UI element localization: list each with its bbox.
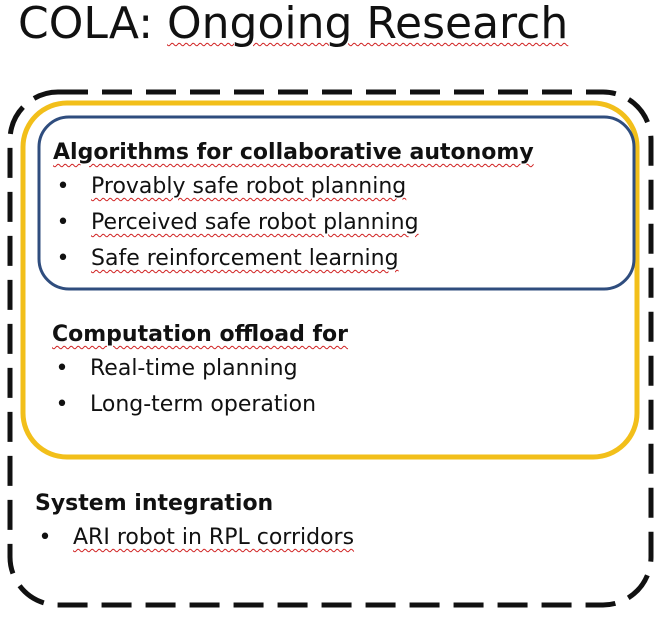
- bullet-icon: •: [55, 356, 69, 381]
- integration-heading-text: System integration: [35, 491, 274, 516]
- page-title-rest: Ongoing Research: [167, 0, 569, 49]
- page-title-lead: COLA:: [18, 0, 168, 49]
- list-item-text: Perceived safe robot planning: [91, 210, 419, 235]
- algorithms-heading-text: Algorithms for collaborative autonomy: [53, 140, 534, 165]
- bullet-icon: •: [56, 210, 70, 235]
- integration-heading: System integration: [35, 491, 273, 517]
- list-item-text: Real-time planning: [90, 356, 298, 381]
- computation-heading: Computation offload for: [52, 322, 348, 348]
- list-item-text: Provably safe robot planning: [91, 174, 407, 199]
- algorithms-heading: Algorithms for collaborative autonomy: [53, 140, 534, 166]
- list-item-text: Safe reinforcement learning: [91, 246, 399, 271]
- yellow-box: [20, 100, 640, 460]
- bullet-icon: •: [56, 174, 70, 199]
- blue-box: [37, 115, 636, 291]
- list-item-text: ARI robot in RPL corridors: [73, 525, 355, 550]
- bullet-icon: •: [55, 392, 69, 417]
- outer-dashed-box: [7, 89, 654, 608]
- list-item-text: Long-term operation: [90, 392, 317, 417]
- computation-heading-text: Computation offload for: [52, 322, 349, 347]
- bullet-icon: •: [38, 525, 52, 550]
- bullet-icon: •: [56, 246, 70, 271]
- page-title: COLA: Ongoing Research: [18, 0, 568, 48]
